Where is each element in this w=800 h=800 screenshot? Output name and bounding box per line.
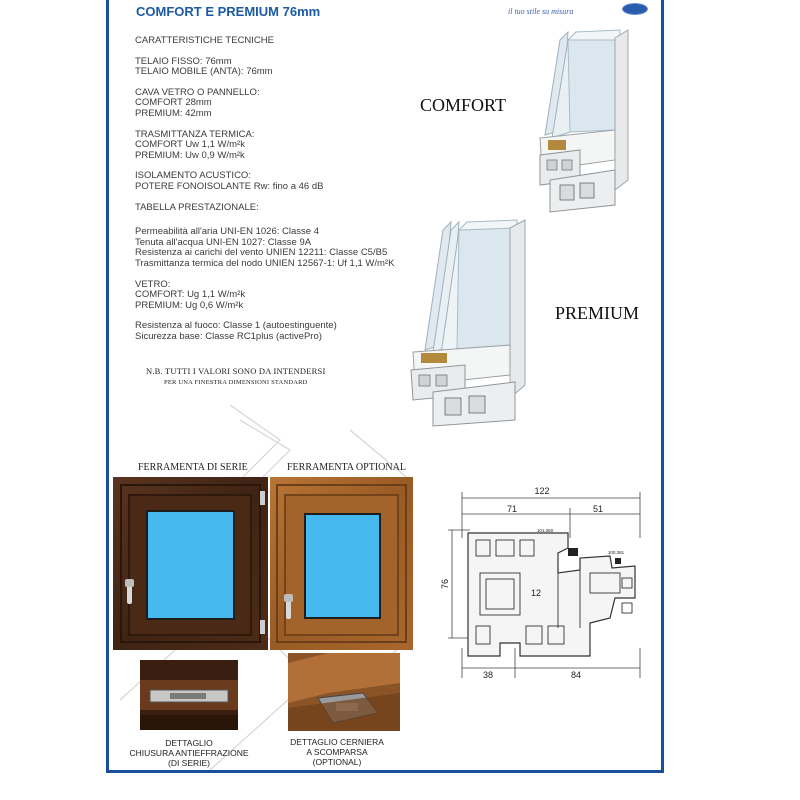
detail-lock-photo [140,660,238,730]
spec-line: PREMIUM: Uw 0,9 W/m²k [135,149,245,161]
spec-line: TRASMITTANZA TERMICA: [135,128,255,140]
spec-line: ISOLAMENTO ACUSTICO: [135,170,251,182]
brand-tagline: il tuo stile su misura [508,7,574,16]
caption-line: DETTAGLIO CERNIERA [290,737,384,747]
window-light-wood-photo [270,477,413,650]
tabella-block: Permeabilità all'aria UNI-EN 1026: Class… [135,227,405,269]
dim-left-width: 71 [507,504,517,514]
caption-line: CHIUSURA ANTIEFFRAZIONE [129,748,249,758]
spec-line: VETRO: [135,278,171,290]
specs-heading-block: CARATTERISTICHE TECNICHE [135,35,405,47]
spec-line: POTERE FONOISOLANTE Rw: fino a 46 dB [135,180,324,192]
spec-line: Sicurezza base: Classe RC1plus (activePr… [135,330,322,342]
isolamento-block: ISOLAMENTO ACUSTICO: POTERE FONOISOLANTE… [135,171,405,192]
spec-line: PREMIUM: Ug 0,6 W/m²k [135,299,244,311]
vetro-block: VETRO: COMFORT: Ug 1,1 W/m²k PREMIUM: Ug… [135,278,405,312]
brand-logo [622,3,648,15]
dim-inner: 12 [531,588,541,598]
dim-right-width: 51 [593,504,603,514]
spec-line: TABELLA PRESTAZIONALE: [135,201,259,213]
spec-line: Permeabilità all'aria UNI-EN 1026: Class… [135,226,319,238]
detail-lock-caption: DETTAGLIO CHIUSURA ANTIEFFRAZIONE (DI SE… [128,738,250,768]
window-dark-wood-photo [113,477,268,650]
spec-line: Resistenza al fuoco: Classe 1 (autoestin… [135,320,337,332]
spec-line: Tenuta all'acqua UNI-EN 1027: Classe 9A [135,236,312,248]
tabella-heading-block: TABELLA PRESTAZIONALE: [135,201,405,214]
spec-line: COMFORT: Ug 1,1 W/m²k [135,289,246,301]
section-technical-drawing: 122 71 51 76 38 84 12 101,350 100,381 [440,486,641,680]
spec-line: TELAIO FISSO: 76mm [135,55,232,67]
spec-line: COMFORT 28mm [135,97,212,109]
resistenza-block: Resistenza al fuoco: Classe 1 (autoestin… [135,321,405,342]
note-line-2: PER UNA FINESTRA DIMENSIONI STANDARD [164,379,308,386]
dim-total-width: 122 [534,486,549,496]
spec-line: Trasmittanza termica del nodo UNIEN 1256… [135,257,395,269]
premium-label: PREMIUM [555,303,640,323]
detail-hinge-caption: DETTAGLIO CERNIERA A SCOMPARSA (OPTIONAL… [282,737,392,767]
dim-bottom-left: 38 [483,670,493,680]
trasmittanza-block: TRASMITTANZA TERMICA: COMFORT Uw 1,1 W/m… [135,128,405,162]
detail-hinge-photo [288,653,400,731]
premium-profile-image [410,219,526,427]
dim-height: 76 [440,579,450,589]
ferramenta-serie-label: FERRAMENTA DI SERIE [138,462,248,473]
comfort-label: COMFORT [420,95,506,115]
spec-line: PREMIUM: 42mm [135,107,212,119]
caption-line: (DI SERIE) [167,758,211,768]
spec-line: TELAIO MOBILE (ANTA): 76mm [135,66,273,78]
specs-heading: CARATTERISTICHE TECNICHE [135,35,274,46]
dim-bottom-right: 84 [571,670,581,680]
caption-line: DETTAGLIO [165,738,213,748]
caption-line: (OPTIONAL) [312,757,362,767]
telaio-block: TELAIO FISSO: 76mm TELAIO MOBILE (ANTA):… [135,55,405,78]
technical-specs: CARATTERISTICHE TECNICHE TELAIO FISSO: 7… [135,35,405,352]
spec-line: CAVA VETRO O PANNELLO: [135,86,260,98]
note-line-1: N.B. TUTTI I VALORI SONO DA INTENDERSI [146,366,326,376]
standard-size-note: N.B. TUTTI I VALORI SONO DA INTENDERSI P… [146,366,346,386]
caption-line: A SCOMPARSA [306,747,368,757]
dim-small-b: 100,381 [608,550,625,555]
cava-block: CAVA VETRO O PANNELLO: COMFORT 28mm PREM… [135,86,405,120]
dim-small-a: 101,350 [537,528,554,533]
ferramenta-optional-label: FERRAMENTA OPTIONAL [287,462,406,473]
comfort-profile-image [539,29,629,213]
spec-line: Resistenza ai carichi del vento UNIEN 12… [135,247,388,259]
spec-line: COMFORT Uw 1,1 W/m²k [135,139,245,151]
page-title: COMFORT E PREMIUM 76mm [136,4,321,19]
